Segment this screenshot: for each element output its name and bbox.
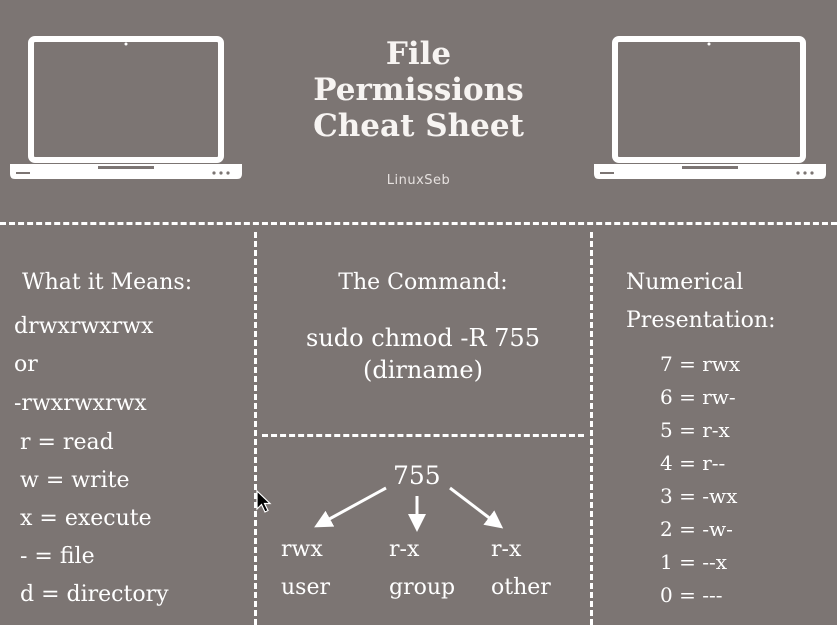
arrow-to-other [449, 486, 504, 529]
column-divider-right [590, 232, 593, 625]
meaning-line: or [14, 352, 38, 377]
meaning-line: drwxrwxrwx [14, 314, 154, 339]
meaning-line: w = write [20, 468, 130, 493]
title-line: Permissions [313, 72, 524, 108]
numeric-entry: 1 = --x [660, 550, 727, 574]
numeric-entry: 0 = --- [660, 583, 723, 607]
label-group: group [389, 575, 456, 600]
meaning-line: d = directory [20, 582, 169, 607]
meanings-title: What it Means: [22, 270, 193, 295]
brand-name: LinuxSeb [386, 173, 451, 188]
page-title: File Permissions Cheat Sheet [0, 36, 837, 144]
title-line: Cheat Sheet [313, 108, 524, 144]
perm-group: r-x [389, 537, 420, 562]
arrow-to-user [314, 486, 387, 528]
column-divider-left [254, 232, 257, 625]
arrows-diagram [314, 486, 504, 532]
permission-number: 755 [393, 461, 441, 490]
numeric-entry: 3 = -wx [660, 484, 738, 508]
meaning-line: - = file [20, 544, 95, 569]
meaning-line: r = read [20, 430, 114, 455]
command-title: The Command: [338, 270, 508, 295]
numeric-entry: 5 = r-x [660, 418, 730, 442]
perm-other: r-x [491, 537, 522, 562]
label-user: user [281, 575, 330, 600]
left-laptop-icon [8, 36, 244, 184]
numeric-entry: 4 = r-- [660, 451, 726, 475]
meaning-line: -rwxrwxrwx [14, 391, 147, 416]
command-text: sudo chmod -R 755 (dirname) [262, 322, 584, 386]
command-line: sudo chmod -R 755 [306, 324, 540, 352]
numeric-title: Numerical Presentation: [626, 264, 775, 340]
numeric-title-line: Numerical [626, 270, 744, 295]
title-line: File [385, 36, 452, 72]
meaning-line: x = execute [20, 506, 152, 531]
numeric-title-line: Presentation: [626, 308, 776, 333]
command-divider [262, 434, 584, 437]
numeric-entry: 7 = rwx [660, 352, 741, 376]
mouse-cursor-icon [256, 490, 272, 513]
numeric-entry: 2 = -w- [660, 517, 733, 541]
header-divider [0, 222, 837, 225]
command-line: (dirname) [363, 356, 483, 384]
perm-user: rwx [281, 537, 323, 562]
label-other: other [491, 575, 551, 600]
numeric-entry: 6 = rw- [660, 385, 736, 409]
right-laptop-icon [592, 36, 828, 184]
